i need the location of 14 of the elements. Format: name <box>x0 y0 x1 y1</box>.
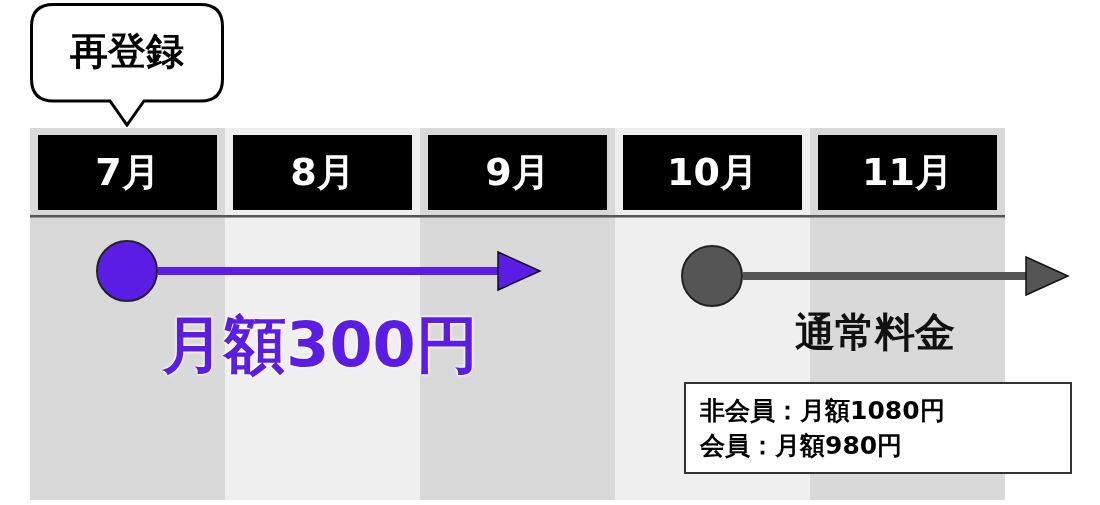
bubble-label: 再登録 <box>69 28 185 75</box>
price-line: 会員：月額980円 <box>700 430 903 462</box>
month-header: 9月 <box>428 135 607 210</box>
speech-bubble <box>30 3 224 127</box>
price-line: 非会員：月額1080円 <box>700 395 945 427</box>
price-panel <box>684 382 1072 474</box>
campaign-price: 月額300円 <box>161 308 479 383</box>
month-header: 10月 <box>623 135 802 210</box>
arrow <box>743 256 1069 296</box>
month-header: 7月 <box>38 135 217 210</box>
arrow <box>158 251 541 291</box>
month-header: 11月 <box>818 135 997 210</box>
month-header: 8月 <box>233 135 412 210</box>
regular-price-heading: 通常料金 <box>794 308 956 356</box>
